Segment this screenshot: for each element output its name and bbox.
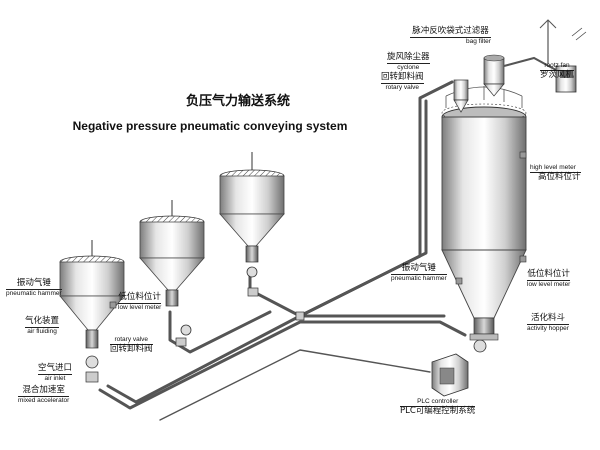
label-low-level-meter-right-cn: 低位料位计 (527, 269, 571, 282)
label-cyclone-en: cyclone (397, 64, 420, 72)
label-rotary-valve-left-cn: 回转卸料阀 (110, 344, 153, 355)
title-en: Negative pressure pneumatic conveying sy… (72, 119, 348, 133)
cyclone-and-bag-filter (453, 54, 557, 113)
label-pneumatic-hammer-right: 振动气锤 pneumatic hammer (391, 263, 447, 283)
label-low-level-meter-right: 低位料位计 low level meter (527, 269, 571, 289)
label-pneumatic-hammer-left-en: pneumatic hammer (6, 290, 62, 298)
label-rotary-valve-top: 回转卸料阀 rotary valve (381, 72, 424, 92)
label-cyclone: 旋风除尘器 cyclone (387, 52, 430, 72)
label-mixed-accelerator-en: mixed accelerator (18, 397, 70, 405)
label-low-level-meter-left-en: low level meter (118, 304, 162, 312)
feed-hopper-3 (219, 152, 285, 278)
label-mixed-accelerator-cn: 混合加速室 (18, 385, 70, 398)
label-air-fluiding-en: air fluiding (27, 328, 57, 336)
label-rootz-fan-en: rootz fan (540, 62, 575, 72)
label-rotary-valve-left: rotary valve 回转卸料阀 (110, 336, 153, 354)
label-pneumatic-hammer-left-cn: 振动气锤 (6, 278, 62, 291)
label-air-fluiding-cn: 气化装置 (25, 316, 60, 329)
label-plc-cn: PLC可编程控制系统 (400, 406, 476, 417)
label-cyclone-cn: 旋风除尘器 (387, 52, 430, 65)
plc-controller-cabinet (431, 353, 469, 397)
label-rootz-fan: rootz fan 罗茨风机 (540, 62, 575, 81)
label-rootz-fan-cn: 罗茨风机 (540, 70, 575, 81)
label-bag-filter-en: bag filter (466, 38, 491, 46)
label-high-level-meter-en: high level meter (530, 164, 581, 174)
conveying-pipeline (98, 80, 467, 421)
label-activity-hopper-cn: 活化料斗 (527, 313, 569, 326)
storage-silo (441, 86, 527, 353)
pipe-valves (85, 287, 305, 383)
label-plc-en: PLC controller (400, 398, 476, 408)
label-air-fluiding: 气化装置 air fluiding (25, 316, 60, 336)
label-air-inlet: 空气进口 air inlet (38, 363, 73, 383)
label-high-level-meter-cn: 高位料位计 (538, 172, 581, 183)
label-high-level-meter: high level meter 高位料位计 (530, 164, 581, 182)
label-low-level-meter-left-cn: 低位料位计 (118, 292, 162, 305)
label-activity-hopper-en: activity hopper (527, 325, 569, 333)
label-air-inlet-en: air inlet (44, 375, 66, 383)
label-air-inlet-cn: 空气进口 (38, 363, 73, 376)
label-pneumatic-hammer-right-cn: 振动气锤 (391, 263, 447, 276)
label-low-level-meter-left: 低位料位计 low level meter (118, 292, 162, 312)
label-pneumatic-hammer-right-en: pneumatic hammer (391, 275, 447, 283)
feed-hopper-2 (139, 200, 205, 336)
label-rotary-valve-left-en: rotary valve (110, 336, 153, 346)
label-mixed-accelerator: 混合加速室 mixed accelerator (18, 385, 70, 405)
label-bag-filter: 脉冲反吹袋式过滤器 bag filter (410, 26, 491, 46)
label-bag-filter-cn: 脉冲反吹袋式过滤器 (410, 26, 491, 39)
label-activity-hopper: 活化料斗 activity hopper (527, 313, 569, 333)
title-cn: 负压气力输送系统 (185, 94, 290, 109)
label-pneumatic-hammer-left: 振动气锤 pneumatic hammer (6, 278, 62, 298)
feed-hopper-1 (59, 240, 125, 369)
direction-symbol (571, 27, 587, 41)
label-rotary-valve-top-en: rotary valve (385, 84, 420, 92)
label-low-level-meter-right-en: low level meter (527, 281, 571, 289)
rootz-fan (539, 19, 577, 93)
label-rotary-valve-top-cn: 回转卸料阀 (381, 72, 424, 85)
label-plc: PLC controller PLC可编程控制系统 (400, 398, 476, 417)
